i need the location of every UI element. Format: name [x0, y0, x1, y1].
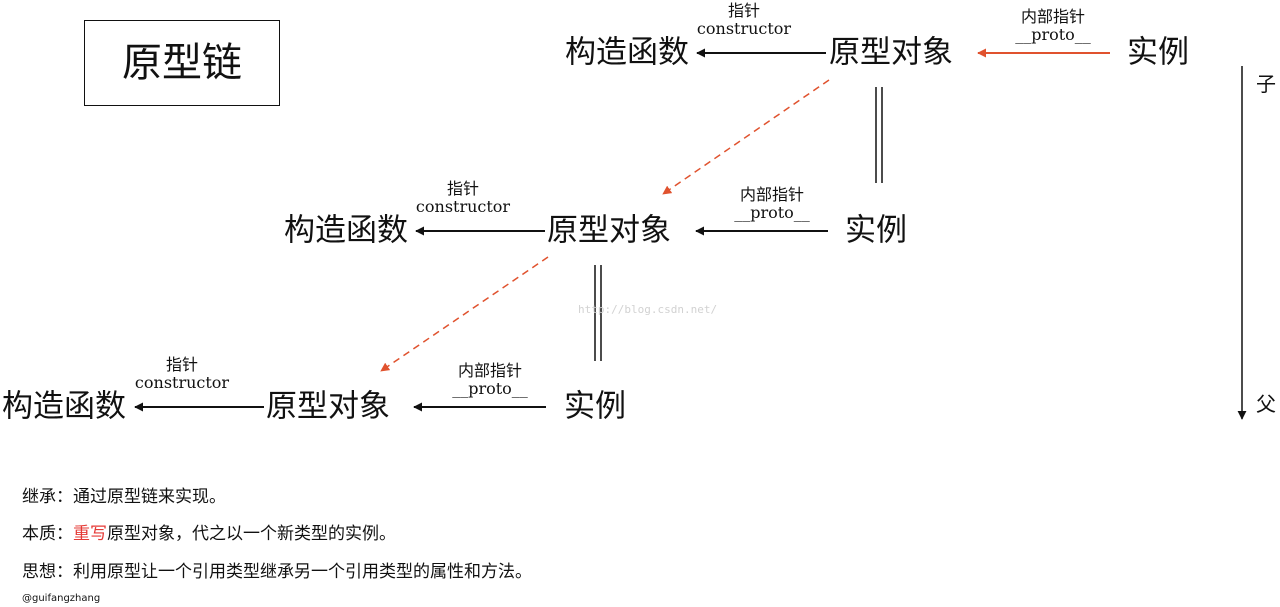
level3-instance-node: 实例 [564, 388, 626, 425]
level1-proto-label: 内部指针 __proto__ [1015, 7, 1091, 45]
level3-internal-sub: __proto__ [452, 379, 528, 399]
diagram-title: 原型链 [84, 20, 280, 106]
note-essence: 本质：重写原型对象，代之以一个新类型的实例。 [22, 526, 396, 543]
note-inherit-prefix: 继承： [22, 487, 73, 507]
level2-pointer-sub: constructor [415, 197, 511, 217]
level3-proto-label: 内部指针 __proto__ [452, 361, 528, 399]
note-essence-text: 原型对象，代之以一个新类型的实例。 [107, 524, 396, 544]
level1-pointer-sub: constructor [696, 19, 792, 39]
note-essence-highlight: 重写 [73, 524, 107, 544]
level3-constructor-label: 指针 constructor [134, 355, 230, 393]
level1-prototype-node: 原型对象 [829, 34, 953, 71]
note-inherit: 继承：通过原型链来实现。 [22, 489, 226, 506]
level2-proto-label: 内部指针 __proto__ [734, 185, 810, 223]
level1-inherit-dashed-arrow [662, 79, 830, 195]
axis-child-label: 子 [1256, 72, 1276, 96]
level1-internal-sub: __proto__ [1015, 25, 1091, 45]
level3-pointer-sub: constructor [134, 373, 230, 393]
level2-pointer-label: 指针 [446, 179, 480, 198]
level1-constructor-node: 构造函数 [565, 34, 689, 71]
level3-prototype-node: 原型对象 [266, 388, 390, 425]
level3-internal-label: 内部指针 [457, 361, 522, 380]
level1-pointer-label: 指针 [727, 1, 761, 20]
level1-constructor-label: 指针 constructor [696, 1, 792, 39]
note-idea: 思想：利用原型让一个引用类型继承另一个引用类型的属性和方法。 [22, 564, 532, 581]
note-essence-prefix: 本质： [22, 524, 73, 544]
level2-prototype-node: 原型对象 [547, 212, 671, 249]
level2-internal-label: 内部指针 [739, 185, 804, 204]
level2-constructor-label: 指针 constructor [415, 179, 511, 217]
level2-internal-sub: __proto__ [734, 203, 810, 223]
level2-constructor-node: 构造函数 [284, 212, 408, 249]
axis-parent-label: 父 [1256, 392, 1276, 416]
level1-internal-label: 内部指针 [1020, 7, 1085, 26]
diagram-title-text: 原型链 [122, 40, 242, 86]
watermark-text: http://blog.csdn.net/ [578, 303, 718, 316]
level1-instance-node: 实例 [1127, 34, 1189, 71]
author-signature: @guifangzhang [22, 593, 101, 604]
level2-inherit-dashed-arrow [380, 256, 549, 372]
level2-instance-node: 实例 [845, 212, 907, 249]
level3-constructor-node: 构造函数 [2, 388, 126, 425]
note-idea-prefix: 思想： [22, 562, 73, 582]
level3-pointer-label: 指针 [165, 355, 199, 374]
note-inherit-text: 通过原型链来实现。 [73, 487, 226, 507]
note-idea-text: 利用原型让一个引用类型继承另一个引用类型的属性和方法。 [73, 562, 532, 582]
